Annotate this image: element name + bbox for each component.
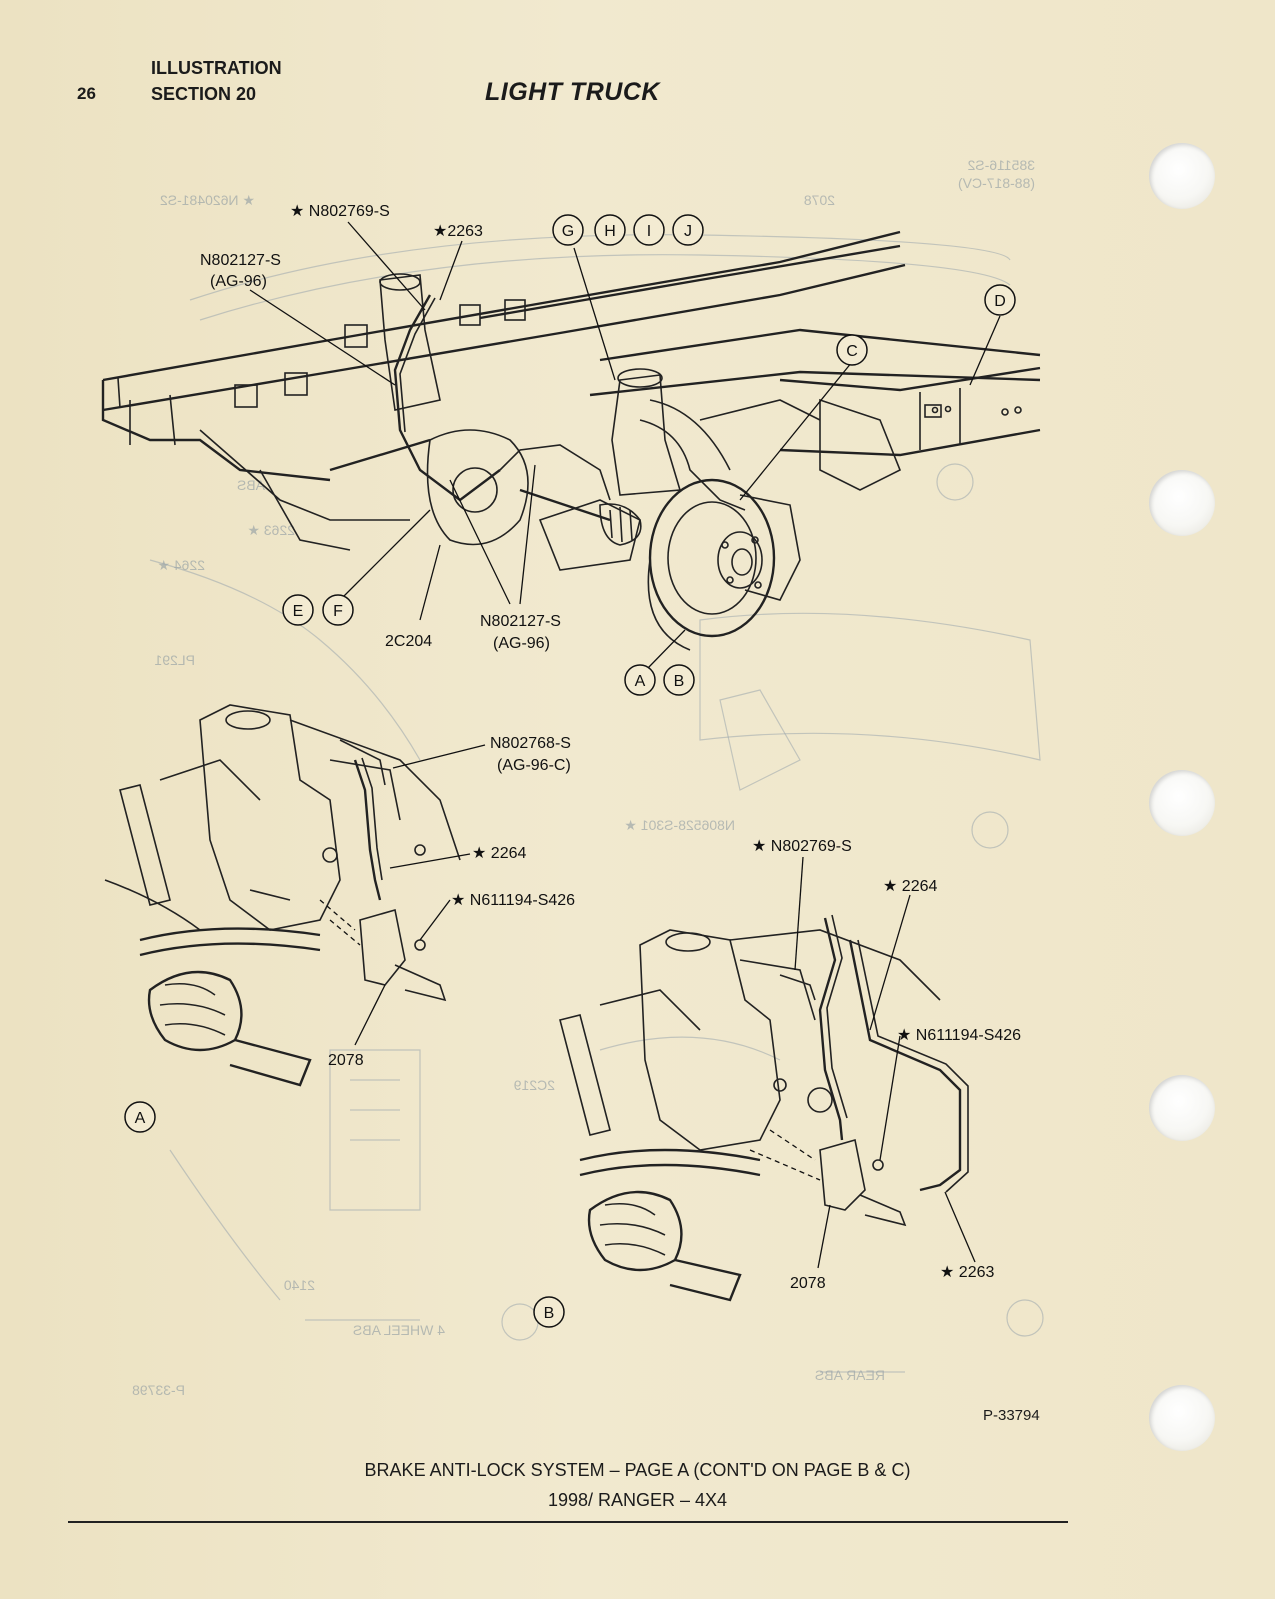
- detail-b-view-label: B: [533, 1296, 565, 1328]
- svg-text:B: B: [544, 1305, 555, 1322]
- svg-text:A: A: [635, 673, 646, 690]
- svg-text:D: D: [994, 293, 1006, 310]
- callout-n802768s-1: N802768-S: [490, 735, 571, 752]
- bleed-text-2: 2078: [804, 192, 835, 208]
- bleed-text-7: 2264 ★: [157, 557, 205, 573]
- bleed-text-13: 2C219: [514, 1077, 555, 1093]
- bleed-text-9: N806528-S301 ★: [624, 817, 735, 833]
- callout-n802769s-b: ★ N802769-S: [752, 838, 852, 855]
- bleed-text-8: PL291: [154, 652, 195, 668]
- callout-n802127s-top-1: N802127-S: [200, 252, 281, 269]
- circle-callout-g: G: [552, 214, 584, 246]
- main-frame-drawing: [101, 230, 1041, 651]
- page-number: 26: [77, 84, 96, 103]
- binder-hole-4: [1149, 1075, 1215, 1141]
- callout-n802769s-main: ★ N802769-S: [290, 203, 390, 220]
- callout-2264-a: ★ 2264: [472, 845, 526, 862]
- callout-n802768s-2: (AG-96-C): [497, 757, 571, 774]
- circle-callout-h: H: [594, 214, 626, 246]
- callout-2c204: 2C204: [385, 633, 432, 650]
- callout-2078-a: 2078: [328, 1052, 364, 1069]
- bleed-text-12: 2140: [284, 1277, 315, 1293]
- svg-text:F: F: [333, 603, 343, 620]
- callout-n611194-a: ★ N611194-S426: [451, 892, 575, 909]
- bleed-text-4: (88-817-CV): [958, 175, 1035, 191]
- svg-text:E: E: [293, 603, 304, 620]
- svg-text:G: G: [562, 223, 574, 240]
- callout-2264-b: ★ 2264: [883, 878, 937, 895]
- bleed-text-11: REAR ABS: [815, 1367, 885, 1383]
- svg-text:C: C: [846, 343, 858, 360]
- footer-rule: [68, 1521, 1068, 1523]
- section-label-1: ILLUSTRATION: [151, 58, 282, 78]
- bleed-text-1: ★ N620481-S2: [160, 192, 255, 208]
- svg-text:J: J: [684, 223, 692, 240]
- svg-text:A: A: [135, 1110, 146, 1127]
- circle-callout-e: E: [282, 594, 314, 626]
- circle-callout-a: A: [624, 664, 656, 696]
- bleed-text-6: 2263 ★: [247, 522, 295, 538]
- bleed-text-5: ABS: [237, 477, 265, 493]
- circle-callout-c: C: [836, 334, 868, 366]
- callout-n802127s-bottom-2: (AG-96): [493, 635, 550, 652]
- callout-n802127s-bottom-1: N802127-S: [480, 613, 561, 630]
- circle-callout-d: D: [984, 284, 1016, 316]
- circle-callout-i: I: [633, 214, 665, 246]
- detail-a-view-label: A: [124, 1101, 156, 1133]
- detail-b-callouts: ★ N802769-S ★ 2264 ★ N611194-S426 2078 ★…: [533, 838, 1021, 1328]
- svg-text:B: B: [674, 673, 685, 690]
- binder-hole-5: [1149, 1385, 1215, 1451]
- detail-a-callouts: N802768-S (AG-96-C) ★ 2264 ★ N611194-S42…: [124, 735, 575, 1133]
- bleed-text-10: 4 WHEEL ABS: [353, 1322, 445, 1338]
- circle-callout-j: J: [672, 214, 704, 246]
- binder-hole-3: [1149, 770, 1215, 836]
- detail-a-drawing: [104, 704, 461, 1087]
- callout-2078-b: 2078: [790, 1275, 826, 1292]
- circle-callout-f: F: [322, 594, 354, 626]
- main-view-callouts: ★ N802769-S ★2263 N802127-S (AG-96) N802…: [200, 203, 1016, 696]
- bleed-through-layer: ★ N620481-S2 2078 385116-S2 (88-817-CV) …: [132, 157, 1044, 1398]
- section-label-2: SECTION 20: [151, 84, 257, 104]
- illustration-reference-number: P-33794: [983, 1407, 1040, 1424]
- bleed-text-14: P-33798: [132, 1382, 185, 1398]
- binder-hole-2: [1149, 470, 1215, 536]
- callout-n611194-b: ★ N611194-S426: [897, 1027, 1021, 1044]
- circle-callout-b: B: [663, 664, 695, 696]
- callout-n802127s-top-2: (AG-96): [210, 273, 267, 290]
- detail-b-drawing: [559, 914, 969, 1302]
- page-title: LIGHT TRUCK: [485, 78, 660, 106]
- svg-text:H: H: [604, 223, 616, 240]
- bleed-text-3: 385116-S2: [967, 157, 1035, 173]
- callout-2263-b: ★ 2263: [940, 1264, 994, 1281]
- svg-text:I: I: [647, 223, 651, 240]
- figure-caption-line-2: 1998/ RANGER – 4X4: [547, 1490, 728, 1510]
- figure-caption-line-1: BRAKE ANTI-LOCK SYSTEM – PAGE A (CONT'D …: [364, 1460, 911, 1480]
- callout-2263-main: ★2263: [433, 223, 483, 240]
- binder-hole-1: [1149, 143, 1215, 209]
